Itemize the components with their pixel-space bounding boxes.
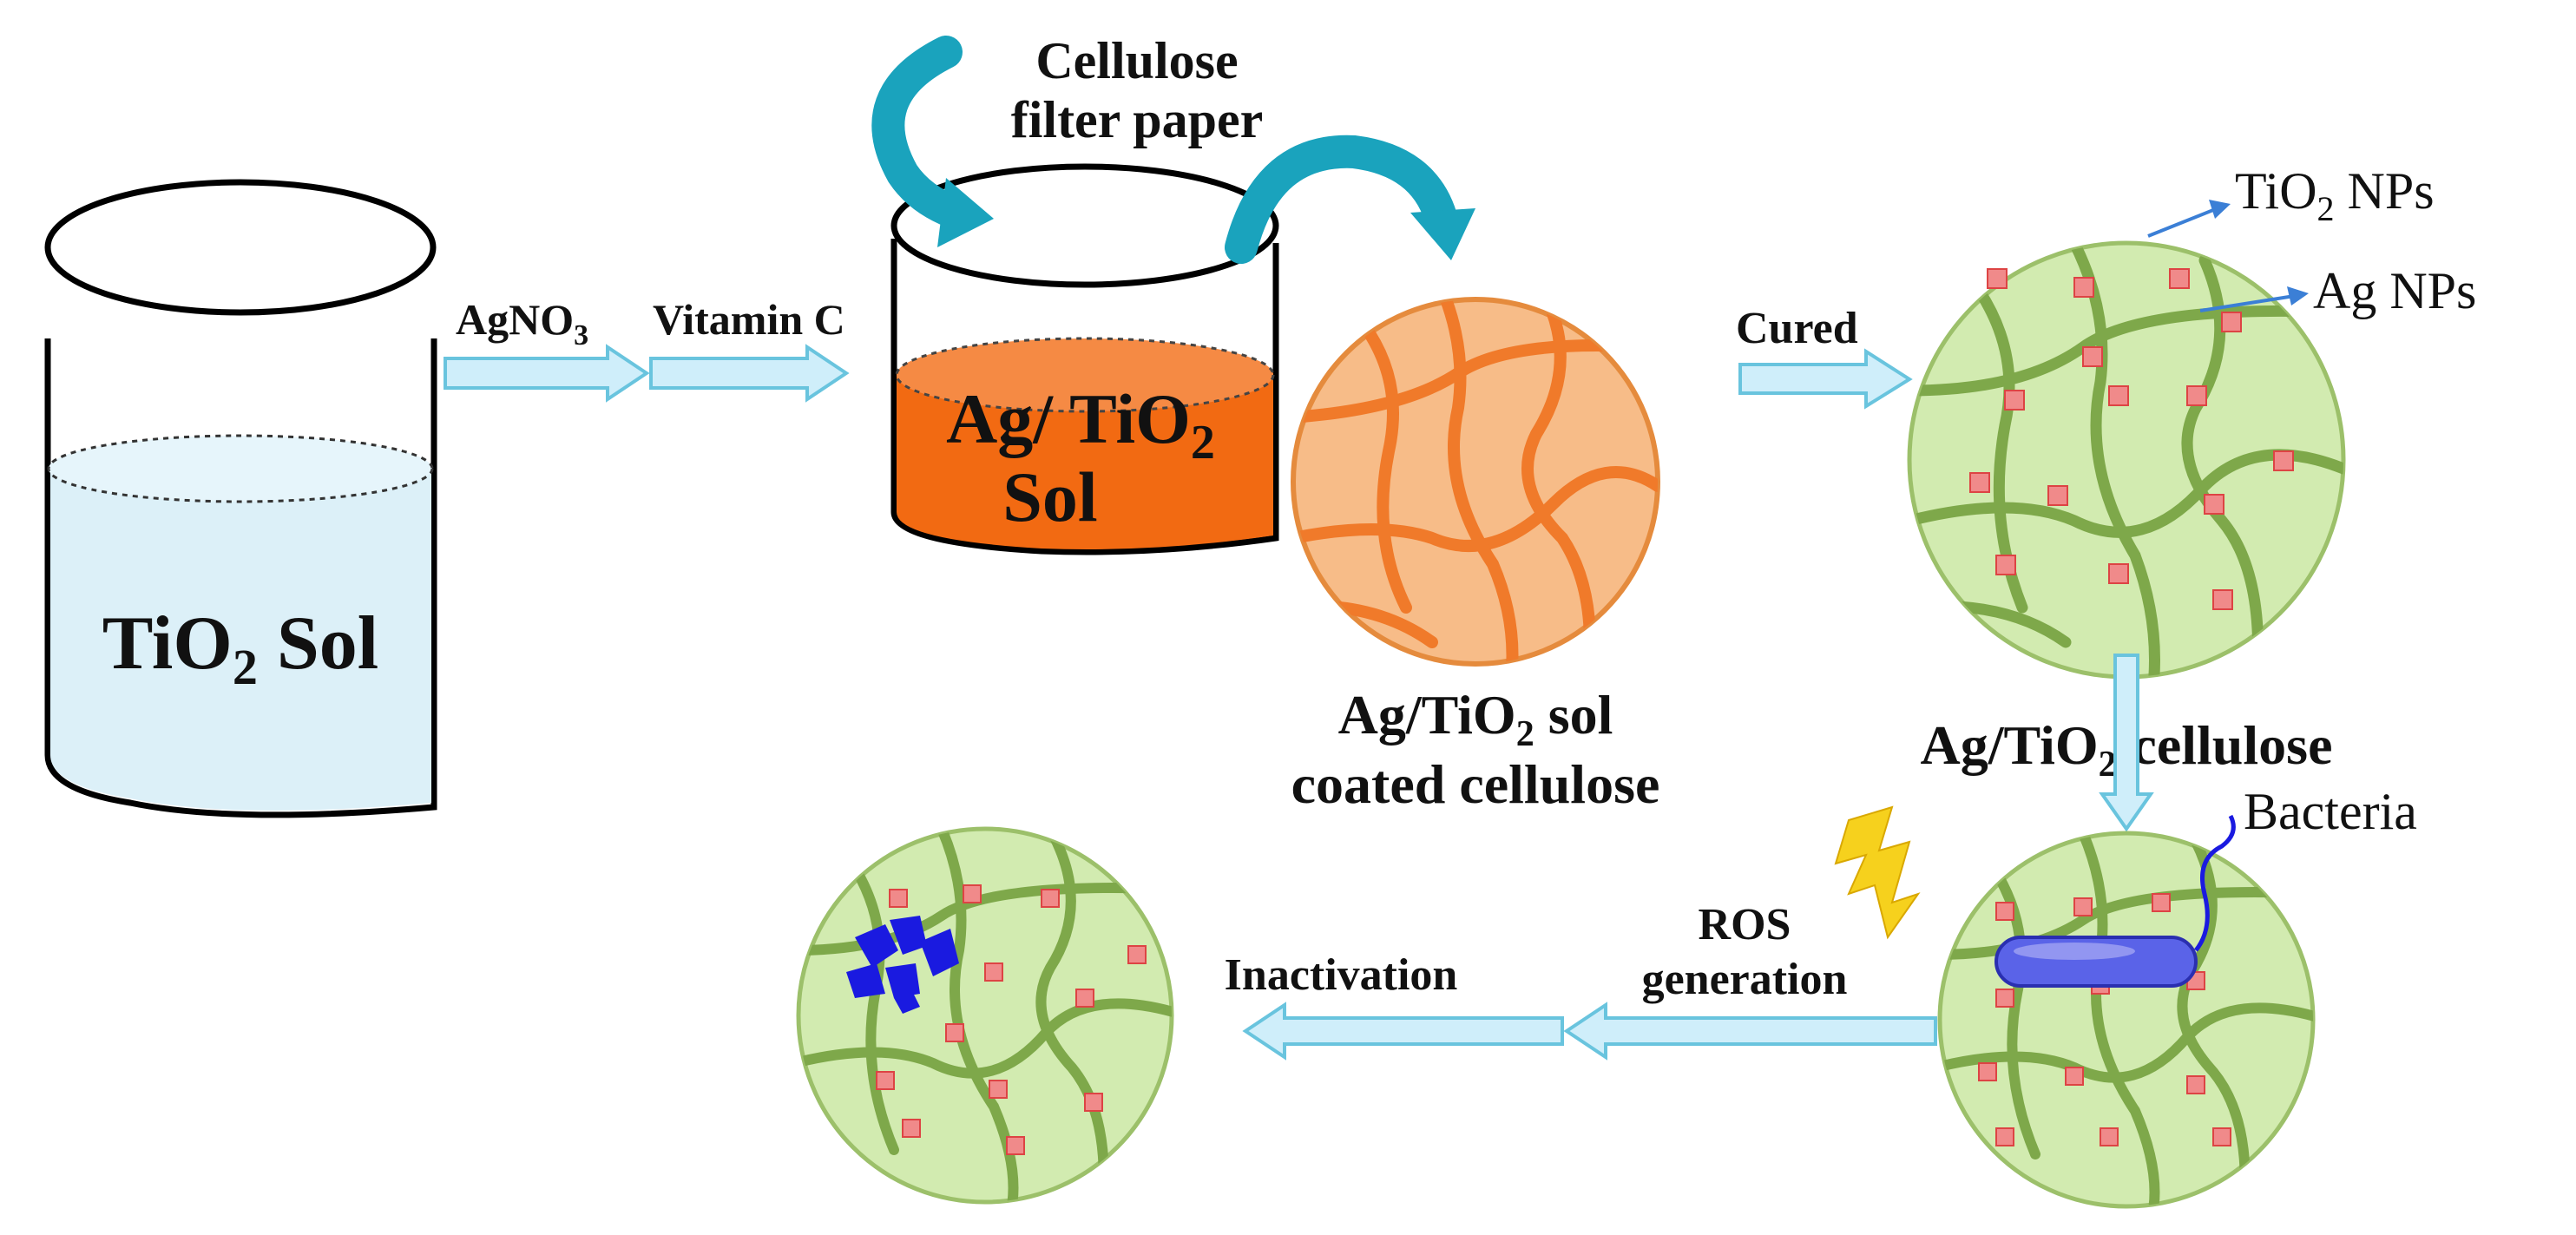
sol-liquid	[50, 469, 431, 811]
nanoparticles	[876, 884, 1147, 1155]
step4-arrow: Inactivation	[1225, 950, 1564, 1061]
nanoparticles	[1978, 893, 2231, 1146]
coated-label-line1: Ag/TiO2 sol	[1338, 684, 1613, 754]
label-cured: Cured	[1736, 304, 1858, 353]
label-agno3: AgNO3	[456, 295, 588, 351]
label-ros-line1: ROS	[1699, 900, 1791, 949]
bacteria-disc: Bacteria	[1834, 783, 2417, 1209]
label-inactivation: Inactivation	[1225, 950, 1458, 1000]
callout-tio2-nps: TiO2 NPs	[2147, 162, 2435, 238]
beaker2-label-line2: Sol	[1002, 457, 1097, 536]
sol-liquid	[897, 373, 1273, 549]
composite-label: Ag/TiO2/cellulose	[1921, 714, 2333, 785]
lightning-icon	[1834, 805, 1921, 940]
sol-surface	[47, 434, 434, 503]
beaker-ag-tio2-sol: Ag/ TiO2 Sol	[890, 163, 1279, 555]
arrow-vitamin-c	[649, 344, 850, 403]
callout-ag-nps: Ag NPs	[2199, 262, 2476, 319]
nanoparticles	[1969, 268, 2294, 610]
arrow-down	[2099, 654, 2154, 832]
beaker2-label-line1: Ag/ TiO2	[946, 379, 1215, 470]
sol-surface	[895, 337, 1275, 413]
curved-arrow-icon	[871, 36, 994, 247]
arrow-inactivation	[1242, 1002, 1564, 1061]
label-ag-nps: Ag NPs	[2313, 262, 2476, 319]
coated-label-line2: coated cellulose	[1291, 753, 1660, 815]
bacteria-debris-icon	[846, 916, 959, 1014]
arrow-agno3	[444, 344, 650, 403]
beaker-rim	[890, 163, 1279, 288]
label-bacteria: Bacteria	[2244, 783, 2417, 840]
step3-arrow: ROS generation	[1563, 900, 1937, 1061]
arrow-ros	[1563, 1002, 1937, 1061]
label-vitamin-c: Vitamin C	[653, 295, 845, 344]
arrow-cured	[1738, 348, 1913, 410]
step1-arrows: AgNO3 Vitamin C	[444, 295, 850, 403]
beaker-rim	[44, 179, 437, 316]
step2-arrow: Cured	[1736, 304, 1913, 410]
cellulose-label-line1: Cellulose	[1035, 32, 1238, 89]
curved-arrow-icon	[1225, 135, 1475, 264]
inactivated-disc	[796, 826, 1174, 1205]
beaker-tio2-sol: TiO2 Sol	[44, 179, 437, 818]
bacteria-icon	[1994, 814, 2236, 988]
beaker1-label: TiO2 Sol	[102, 601, 378, 695]
label-ros-line2: generation	[1642, 955, 1848, 1004]
label-tio2-nps: TiO2 NPs	[2235, 162, 2435, 228]
coated-cellulose-disc: Ag/TiO2 sol coated cellulose	[1291, 297, 1660, 815]
cellulose-label-line2: filter paper	[1011, 91, 1263, 148]
